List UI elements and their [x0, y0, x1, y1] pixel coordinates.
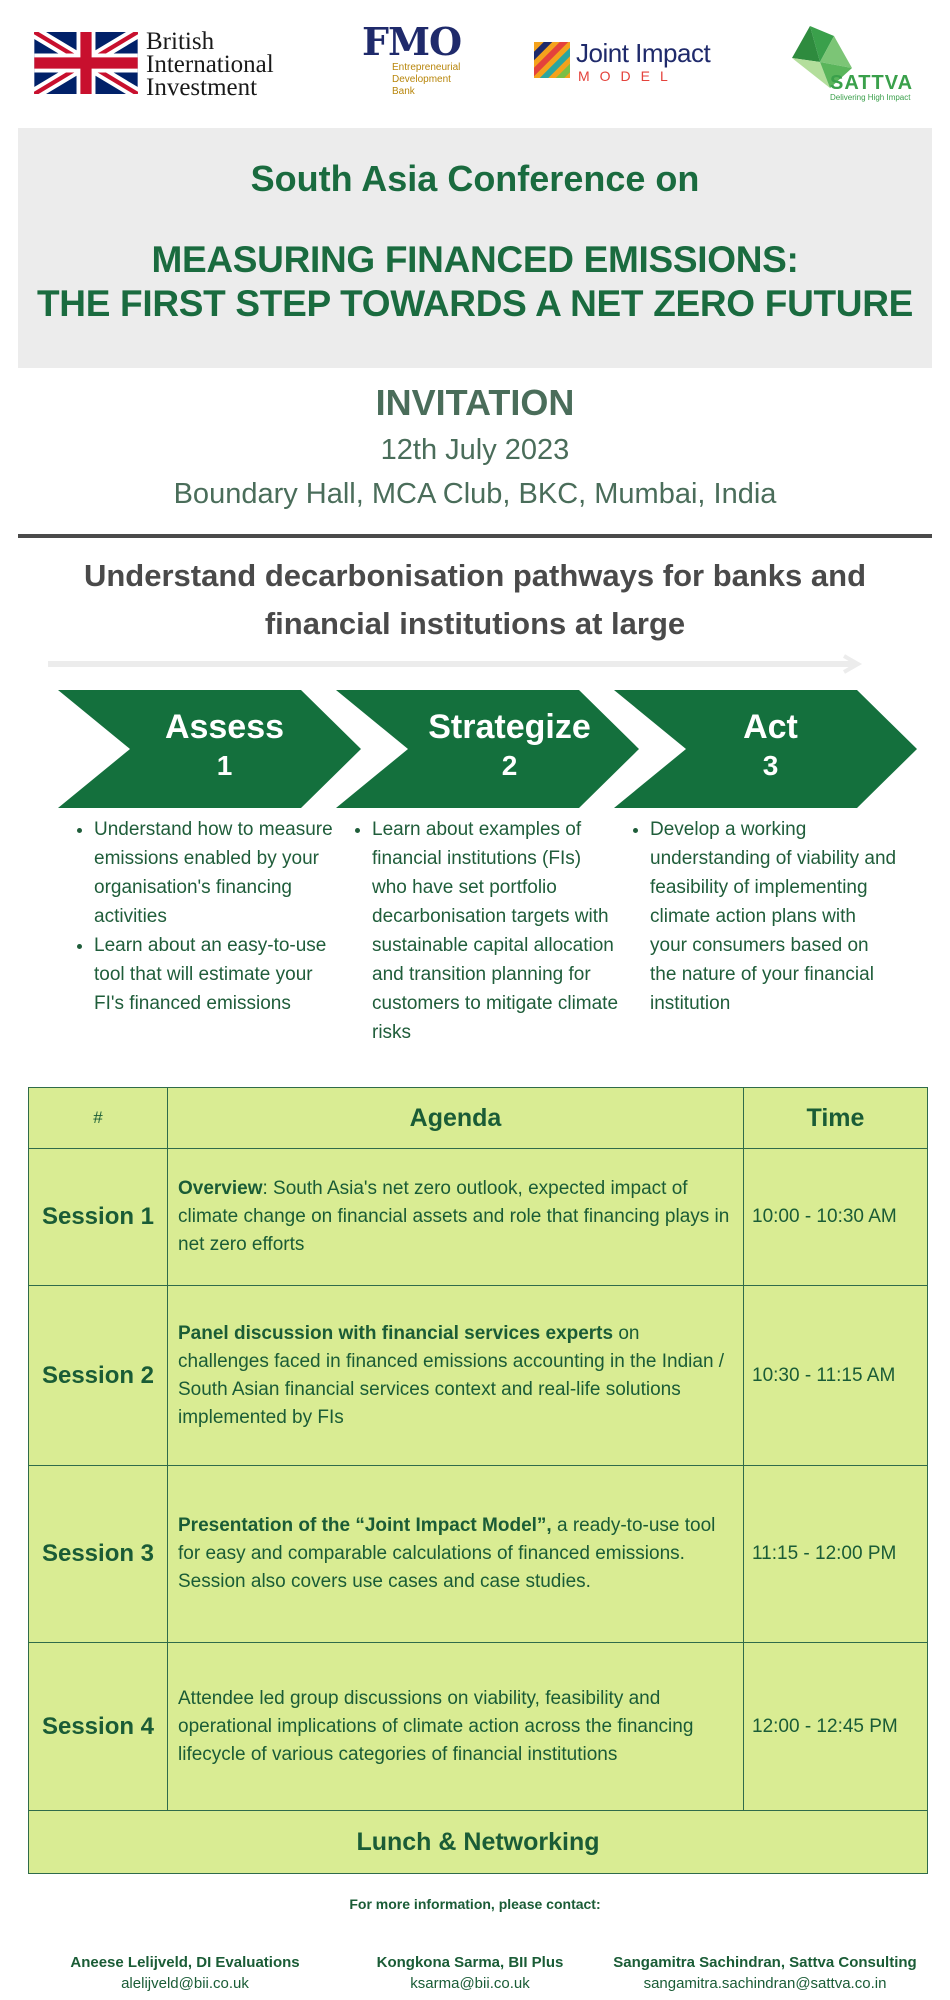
session-time: 12:00 - 12:45 PM: [743, 1642, 928, 1811]
table-header-row: # Agenda Time: [28, 1087, 928, 1149]
striped-square-icon: [534, 42, 570, 78]
contact-name: Kongkona Sarma, BII Plus: [376, 1954, 564, 1971]
union-jack-icon: [34, 32, 138, 94]
right-arrow-icon: [48, 654, 863, 674]
session-description: Presentation of the “Joint Impact Model”…: [167, 1465, 744, 1643]
step-label: Assess: [164, 708, 285, 746]
contact-name: Sangamitra Sachindran, Sattva Consulting: [613, 1954, 917, 1971]
logo-bar: British International Investment FMO Ent…: [0, 0, 950, 125]
banner-pretitle: South Asia Conference on: [250, 158, 700, 199]
step-number: 1: [216, 750, 233, 781]
session-label: Session 2: [28, 1285, 168, 1466]
assess-bullets: Understand how to measure emissions enab…: [66, 815, 341, 1018]
contact-name: Aneese Lelijveld, DI Evaluations: [70, 1954, 300, 1971]
contact-email[interactable]: ksarma@bii.co.uk: [410, 1975, 530, 1992]
col-header-time: Time: [743, 1087, 928, 1149]
lunch-row: Lunch & Networking: [28, 1810, 928, 1874]
session-description: Overview: South Asia's net zero outlook,…: [167, 1148, 744, 1286]
list-item: Learn about examples of financial instit…: [372, 815, 619, 1047]
list-item: Understand how to measure emissions enab…: [94, 815, 341, 931]
sattva-logo: SATTVA Delivering High Impact: [780, 24, 930, 104]
joint-impact-model-logo: Joint Impact MODEL: [534, 38, 724, 90]
chevron-shape: [58, 690, 361, 808]
col-header-num: #: [28, 1087, 168, 1149]
table-row: Session 1 Overview: South Asia's net zer…: [28, 1148, 928, 1286]
table-row: Session 3 Presentation of the “Joint Imp…: [28, 1465, 928, 1643]
divider: [18, 534, 932, 538]
bii-wordmark: British International Investment: [146, 28, 274, 101]
bii-logo: British International Investment: [34, 28, 304, 101]
lunch-label: Lunch & Networking: [28, 1810, 928, 1874]
title-banner: South Asia Conference on MEASURING FINAN…: [18, 128, 932, 368]
step-number: 2: [501, 750, 518, 781]
fmo-logo: FMO Entrepreneurial Development Bank: [362, 22, 482, 112]
event-date: 12th July 2023: [380, 434, 570, 466]
agenda-table: # Agenda Time Session 1 Overview: South …: [28, 1087, 928, 1874]
invitation-block: INVITATION 12th July 2023 Boundary Hall,…: [0, 378, 950, 516]
contact-email[interactable]: alelijveld@bii.co.uk: [121, 1975, 249, 1992]
session-description: Attendee led group discussions on viabil…: [167, 1642, 744, 1811]
chevron-shape: [614, 690, 917, 808]
contact-email[interactable]: sangamitra.sachindran@sattva.co.in: [643, 1975, 887, 1992]
session-label: Session 1: [28, 1148, 168, 1286]
fmo-subtitle: Entrepreneurial Development Bank: [392, 62, 461, 97]
banner-title: MEASURING FINANCED EMISSIONS: THE FIRST …: [36, 239, 914, 324]
sattva-polygon-icon: [792, 26, 852, 88]
contact-person: Kongkona Sarma, BII Plus ksarma@bii.co.u…: [340, 1952, 600, 1994]
step-label: Strategize: [428, 708, 591, 746]
session-time: 11:15 - 12:00 PM: [743, 1465, 928, 1643]
list-item: Develop a working understanding of viabi…: [650, 815, 897, 1018]
col-header-agenda: Agenda: [167, 1087, 744, 1149]
step-assess: Assess 1: [58, 690, 361, 808]
act-bullets: Develop a working understanding of viabi…: [622, 815, 897, 1018]
fmo-wordmark: FMO: [362, 19, 462, 64]
table-row: Session 2 Panel discussion with financia…: [28, 1285, 928, 1466]
session-label: Session 4: [28, 1642, 168, 1811]
step-number: 3: [762, 750, 779, 781]
step-strategize: Strategize 2: [336, 690, 639, 808]
table-row: Session 4 Attendee led group discussions…: [28, 1642, 928, 1811]
chevron-shape: [336, 690, 639, 808]
contact-person: Aneese Lelijveld, DI Evaluations alelijv…: [50, 1952, 320, 1994]
session-description: Panel discussion with financial services…: [167, 1285, 744, 1466]
contact-person: Sangamitra Sachindran, Sattva Consulting…: [600, 1952, 930, 1994]
invitation-heading: INVITATION: [375, 382, 575, 423]
session-label: Session 3: [28, 1465, 168, 1643]
session-time: 10:30 - 11:15 AM: [743, 1285, 928, 1466]
step-act: Act 3: [614, 690, 917, 808]
strategize-bullets: Learn about examples of financial instit…: [344, 815, 619, 1047]
session-time: 10:00 - 10:30 AM: [743, 1148, 928, 1286]
event-venue: Boundary Hall, MCA Club, BKC, Mumbai, In…: [173, 478, 777, 510]
section-subheading: Understand decarbonisation pathways for …: [83, 558, 867, 641]
list-item: Learn about an easy-to-use tool that wil…: [94, 931, 341, 1018]
step-label: Act: [743, 708, 798, 746]
contact-heading: For more information, please contact:: [349, 1896, 601, 1912]
